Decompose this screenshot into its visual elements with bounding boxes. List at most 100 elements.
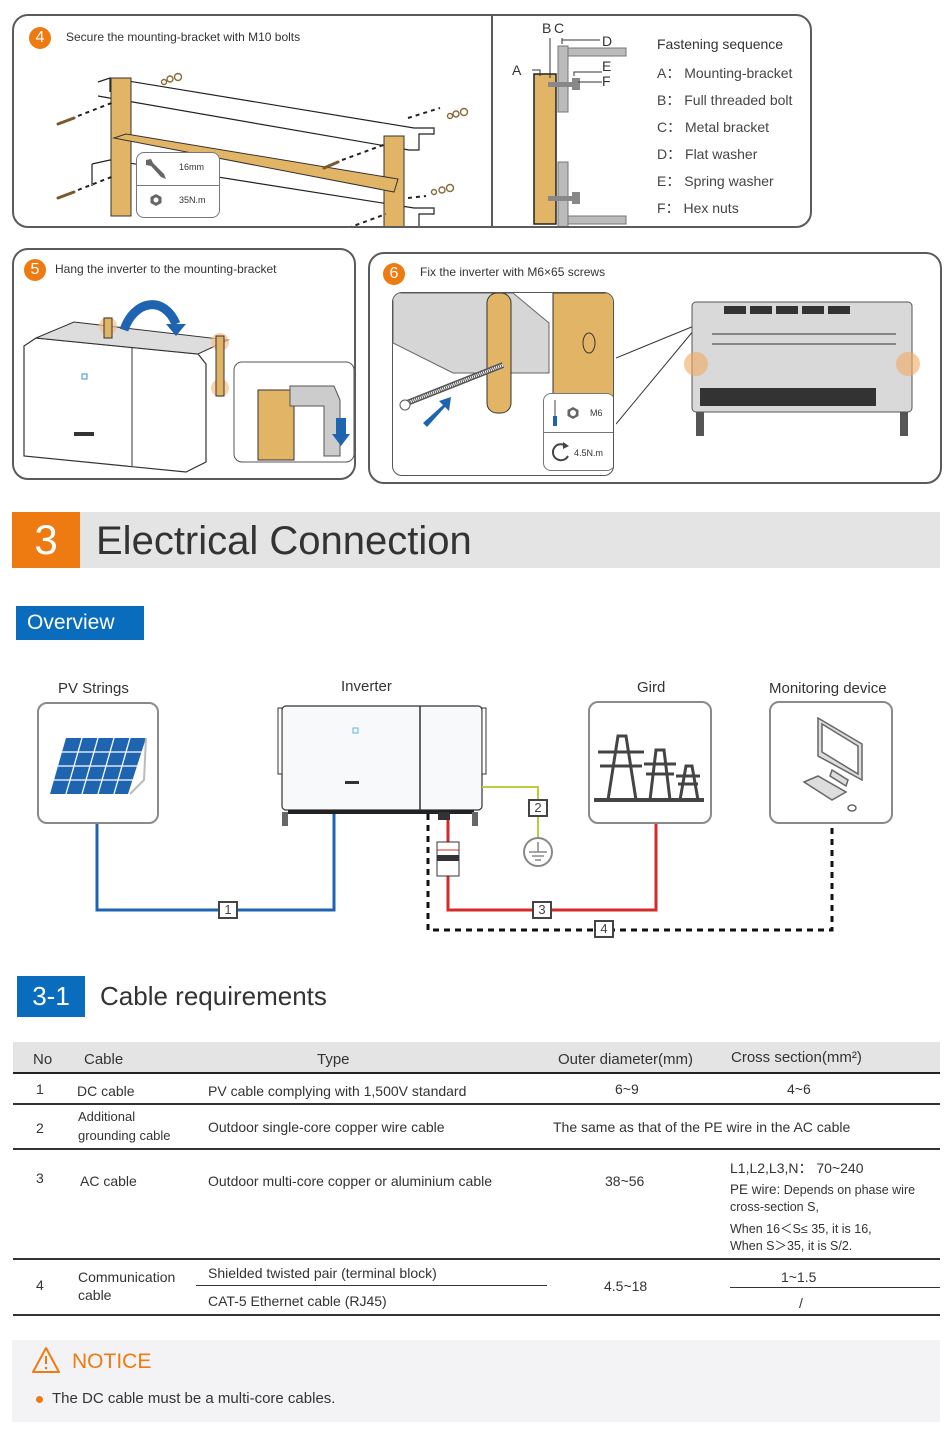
overview-tag: Overview [16, 606, 144, 640]
header-type: Type [317, 1051, 350, 1068]
row-4-no: 4 [36, 1277, 44, 1293]
row-3-diameter: 38~56 [605, 1173, 645, 1189]
inverter-rear-view [616, 301, 920, 436]
callout-c: C [554, 20, 565, 36]
row-2-type: Outdoor single-core copper wire cable [208, 1119, 445, 1135]
solar-panel-icon [50, 737, 147, 795]
screwdriver-icon [553, 400, 557, 426]
fastening-title: Fastening sequence [657, 36, 784, 52]
inverter-label: Inverter [341, 678, 392, 695]
row-1-type: PV cable complying with 1,500V standard [208, 1083, 467, 1099]
row-3-type: Outdoor multi-core copper or aluminium c… [208, 1173, 493, 1189]
row-3-cross-main: L1,L2,L3,N： 70~240 [730, 1160, 864, 1176]
inverter-icon [277, 705, 487, 826]
notice-item: The DC cable must be a multi-core cables… [52, 1390, 336, 1407]
row-2-cable-line2: grounding cable [78, 1128, 171, 1143]
rotate-clockwise-icon [551, 442, 569, 462]
row-3-cable: AC cable [80, 1173, 137, 1189]
callout-e: E [602, 58, 612, 74]
grid-label: Gird [637, 679, 666, 696]
row-4-cross-a: 1~1.5 [781, 1269, 817, 1285]
cross-bar [112, 133, 399, 193]
step-6-badge: 6 [383, 263, 405, 285]
mounting-bracket-illustration [56, 72, 469, 226]
row-1-no: 1 [36, 1081, 44, 1097]
row-4-type-b: CAT-5 Ethernet cable (RJ45) [208, 1293, 387, 1309]
step-4-text: Secure the mounting-bracket with M10 bol… [66, 30, 301, 44]
cable-3-ac [446, 820, 658, 912]
cable-4-comm [426, 814, 834, 932]
callout-b: B [542, 20, 552, 36]
row-4-cable-line1: Communication [78, 1269, 176, 1285]
circuit-breaker-icon [436, 841, 460, 877]
notice-title: NOTICE [72, 1350, 152, 1373]
subsection-title: Cable requirements [100, 981, 327, 1011]
hex-bolt-icon [567, 407, 579, 419]
subsection-number: 3-1 [17, 976, 85, 1017]
computer-icon [802, 716, 863, 812]
row-3-pe-line3: When 16＜S≤ 35, it is 16, [730, 1222, 872, 1236]
row-3-no: 3 [36, 1170, 44, 1186]
step-5-badge: 5 [24, 259, 46, 281]
row-4-diameter: 4.5~18 [604, 1278, 648, 1294]
fastening-item-e: E： Spring washer [657, 173, 774, 189]
hang-inverter-illustration [23, 300, 354, 473]
tool-spec-box: 16mm 35N.m [136, 152, 220, 218]
screw-torque: 4.5N.m [574, 448, 604, 458]
row-1-diameter: 6~9 [615, 1081, 639, 1097]
screw-size: M6 [590, 408, 603, 418]
section-number: 3 [12, 512, 80, 568]
notice-bullet-icon [36, 1396, 43, 1403]
row-2-merged: The same as that of the PE wire in the A… [553, 1119, 851, 1135]
callout-d: D [602, 33, 613, 49]
row-2-cable-line1: Additional [78, 1109, 136, 1124]
ground-icon [523, 837, 553, 867]
section-title: Electrical Connection [96, 519, 472, 563]
fastening-item-c: C： Metal bracket [657, 119, 770, 135]
pv-strings-label: PV Strings [58, 680, 129, 697]
step-4-panel: 4 Secure the mounting-bracket with M10 b… [12, 14, 812, 228]
step-4-badge: 4 [29, 27, 51, 49]
callout-a: A [512, 62, 522, 78]
callout-f: F [602, 73, 611, 89]
table-header-row [13, 1042, 940, 1074]
row-4-cross-subdivider [730, 1287, 940, 1288]
row-divider [13, 1314, 940, 1316]
header-no: No [33, 1051, 53, 1068]
row-divider [13, 1148, 940, 1150]
header-cable: Cable [84, 1051, 124, 1068]
row-2-no: 2 [36, 1120, 44, 1136]
wrench-size: 16mm [179, 162, 205, 172]
row-4-cable-line2: cable [78, 1287, 112, 1303]
connection-diagram [50, 705, 863, 932]
hex-nut-icon [150, 194, 162, 206]
row-3-pe-line2: cross-section S, [730, 1200, 819, 1214]
torque-value: 35N.m [179, 195, 206, 205]
step-5-panel: 5 Hang the inverter to the mounting-brac… [12, 248, 356, 480]
step-5-text: Hang the inverter to the mounting-bracke… [55, 262, 277, 276]
fastening-item-f: F： Hex nuts [657, 200, 739, 216]
fastening-item-a: A： Mounting-bracket [657, 65, 793, 81]
power-tower-icon [594, 734, 704, 802]
fastening-item-b: B： Full threaded bolt [657, 92, 793, 108]
monitoring-device-label: Monitoring device [769, 680, 887, 697]
row-3-pe-line1: PE wire: Depends on phase wire [730, 1182, 916, 1197]
row-divider [13, 1258, 940, 1260]
step-6-panel: 6 Fix the inverter with M6×65 screws M6 … [368, 252, 942, 484]
warning-icon [32, 1347, 60, 1373]
notice-box: NOTICE The DC cable must be a multi-core… [12, 1340, 940, 1422]
screw-detail-view: M6 4.5N.m [392, 292, 614, 476]
row-1-cable: DC cable [77, 1083, 135, 1099]
grid-box [588, 701, 712, 824]
cable-number-3: 3 [532, 901, 552, 919]
wrench-icon [146, 159, 166, 179]
header-cross-section: Cross section(mm²) [731, 1049, 862, 1066]
fastening-item-d: D： Flat washer [657, 146, 758, 162]
section-header: 3 Electrical Connection [12, 512, 940, 568]
row-4-cross-b: / [799, 1295, 803, 1311]
panel-divider [491, 16, 493, 226]
row-4-subdivider [196, 1285, 547, 1286]
screw-spec-box: M6 4.5N.m [543, 393, 613, 471]
fastening-cross-section [532, 38, 627, 226]
cable-1-dc [95, 814, 336, 912]
